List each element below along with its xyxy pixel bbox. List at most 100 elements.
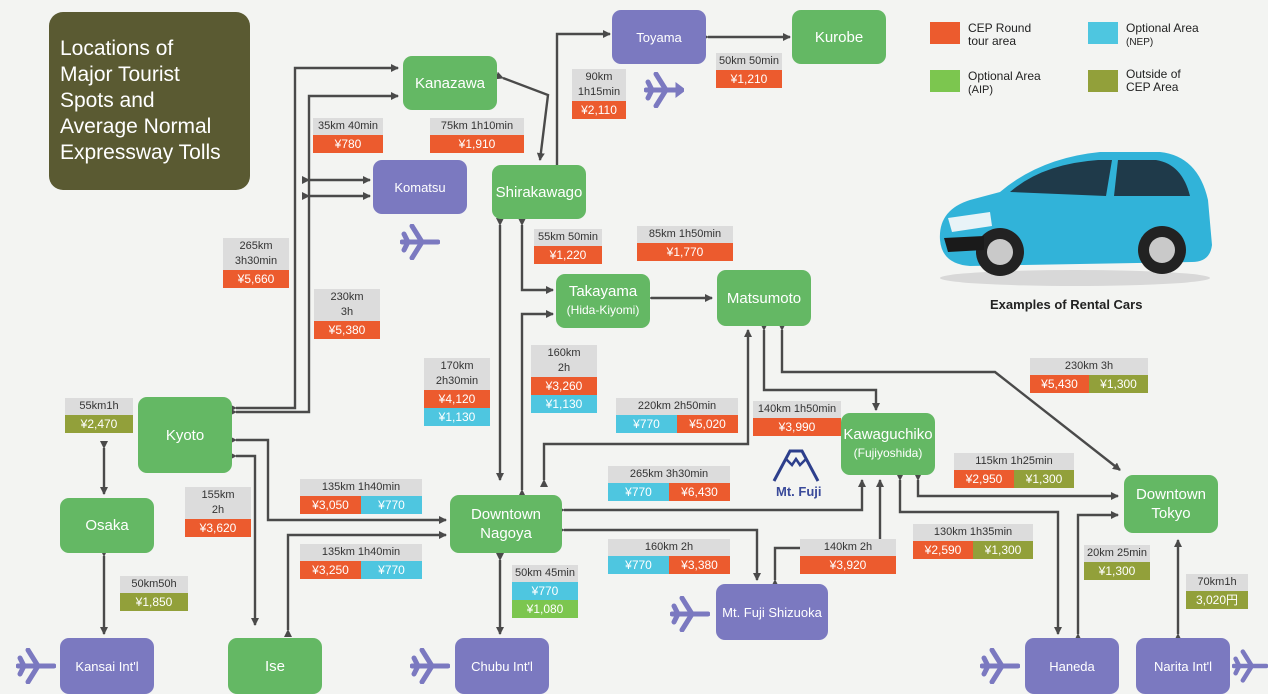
node-kanazawa[interactable]: Kanazawa — [403, 56, 497, 110]
node-kurobe[interactable]: Kurobe — [792, 10, 886, 64]
toll-value: 3,020円 — [1186, 591, 1248, 609]
toll-label: 160km 2h ¥3,260 ¥1,130 — [531, 345, 597, 413]
node-ise[interactable]: Ise — [228, 638, 322, 694]
toll-header: 140km 1h50min — [753, 401, 841, 418]
toll-label: 50km 50min ¥1,210 — [716, 53, 782, 88]
legend-line: tour area — [968, 34, 1017, 48]
title-line: Spots and — [60, 89, 155, 112]
mt-fuji-label: Mt. Fuji — [776, 484, 822, 499]
node-label: Osaka — [85, 517, 129, 534]
toll-label: 50km50h ¥1,850 — [120, 576, 188, 611]
legend-line: Outside of — [1126, 67, 1181, 81]
rental-car-image — [939, 152, 1212, 286]
toll-header: 265km — [223, 238, 289, 255]
toll-label: 20km 25min ¥1,300 — [1084, 545, 1150, 580]
node-shirakawago[interactable]: Shirakawago — [492, 165, 586, 219]
node-label: Narita Int'l — [1153, 658, 1213, 674]
legend-swatch-outside — [1088, 70, 1118, 92]
airplane-icon — [410, 648, 450, 684]
node-label: Haneda — [1049, 658, 1095, 674]
node-label: Kansai Int'l — [75, 658, 139, 674]
toll-value: ¥770 — [608, 556, 669, 574]
toll-value: ¥1,300 — [1089, 375, 1148, 393]
node-komatsu[interactable]: Komatsu — [373, 160, 467, 214]
toll-header: 35km 40min — [313, 118, 383, 135]
legend-line: Optional Area — [968, 69, 1041, 83]
toll-value: ¥770 — [608, 483, 669, 501]
toll-label: 170km 2h30min ¥4,120 ¥1,130 — [424, 358, 490, 426]
legend-line: CEP Round — [968, 21, 1032, 35]
node-chubu-intl[interactable]: Chubu Int'l — [455, 638, 549, 694]
node-label: Kyoto — [165, 426, 205, 444]
legend-swatch-aip — [930, 70, 960, 92]
toll-header: 160km — [531, 345, 597, 362]
node-label: Chubu Int'l — [471, 658, 533, 674]
node-label: Toyama — [636, 29, 682, 45]
toll-label: 70km1h 3,020円 — [1186, 574, 1248, 609]
toll-label: 75km 1h10min ¥1,910 — [430, 118, 524, 153]
node-takayama[interactable]: Takayama(Hida-Kiyomi) — [556, 274, 650, 328]
toll-value: ¥780 — [313, 135, 383, 153]
node-narita-intl[interactable]: Narita Int'l — [1136, 638, 1230, 694]
toll-label: 135km 1h40min ¥3,250¥770 — [300, 544, 422, 579]
toll-label: 265km 3h30min ¥5,660 — [223, 238, 289, 288]
toll-value: ¥3,990 — [753, 418, 841, 436]
toll-value: ¥2,950 — [954, 470, 1014, 488]
toll-header: 140km 2h — [800, 539, 896, 556]
toll-header: 220km 2h50min — [616, 398, 738, 415]
toll-header: 1h15min — [572, 86, 626, 101]
toll-value: ¥3,050 — [300, 496, 361, 514]
toll-header: 170km — [424, 358, 490, 375]
node-haneda[interactable]: Haneda — [1025, 638, 1119, 694]
toll-header: 90km — [572, 69, 626, 86]
toll-label: 135km 1h40min ¥3,050¥770 — [300, 479, 422, 514]
toll-value: ¥1,300 — [1084, 562, 1150, 580]
node-kansai-intl[interactable]: Kansai Int'l — [60, 638, 154, 694]
toll-value: ¥1,130 — [531, 395, 597, 413]
toll-value: ¥770 — [361, 496, 422, 514]
node-kyoto[interactable]: Kyoto — [138, 397, 232, 473]
toll-value: ¥1,130 — [424, 408, 490, 426]
toll-value: ¥5,430 — [1030, 375, 1089, 393]
toll-header: 115km 1h25min — [954, 453, 1074, 470]
toll-label: 50km 45min ¥770 ¥1,080 — [512, 565, 578, 618]
toll-value: ¥1,210 — [716, 70, 782, 88]
toll-value: ¥2,590 — [913, 541, 973, 559]
toll-label: 140km 2h ¥3,920 — [800, 539, 896, 574]
airplane-icon — [644, 72, 684, 108]
toll-header: 85km 1h50min — [637, 226, 733, 243]
title-line: Locations of — [60, 37, 174, 60]
legend-line: (NEP) — [1126, 37, 1154, 48]
toll-label: 220km 2h50min ¥770¥5,020 — [616, 398, 738, 433]
node-label: Matsumoto — [726, 289, 802, 307]
toll-value: ¥770 — [616, 415, 677, 433]
toll-label: 55km1h ¥2,470 — [65, 398, 133, 433]
toll-label: 85km 1h50min ¥1,770 — [637, 226, 733, 261]
toll-value: ¥2,110 — [572, 101, 626, 119]
node-mt-fuji-shizuoka[interactable]: Mt. Fuji Shizuoka — [716, 584, 828, 640]
toll-value: ¥5,380 — [314, 321, 380, 339]
airplane-icon — [670, 596, 710, 632]
airplane-icon — [980, 648, 1020, 684]
node-matsumoto[interactable]: Matsumoto — [717, 270, 811, 326]
toll-header: 20km 25min — [1084, 545, 1150, 562]
toll-header: 70km1h — [1186, 574, 1248, 591]
node-label: Ise — [264, 657, 285, 675]
toll-value: ¥3,380 — [669, 556, 730, 574]
node-toyama[interactable]: Toyama — [612, 10, 706, 64]
toll-label: 115km 1h25min ¥2,950¥1,300 — [954, 453, 1074, 488]
node-label: Kurobe — [814, 28, 864, 46]
toll-label: 265km 3h30min ¥770¥6,430 — [608, 466, 730, 501]
node-label: Kanazawa — [414, 74, 486, 92]
toll-label: 55km 50min ¥1,220 — [534, 229, 602, 264]
node-kawaguchiko[interactable]: Kawaguchiko(Fujiyoshida) — [841, 413, 935, 475]
toll-header: 3h30min — [223, 255, 289, 270]
legend-line: (AIP) — [968, 84, 994, 96]
toll-value: ¥6,430 — [669, 483, 730, 501]
toll-value: ¥3,260 — [531, 377, 597, 395]
node-osaka[interactable]: Osaka — [60, 498, 154, 553]
